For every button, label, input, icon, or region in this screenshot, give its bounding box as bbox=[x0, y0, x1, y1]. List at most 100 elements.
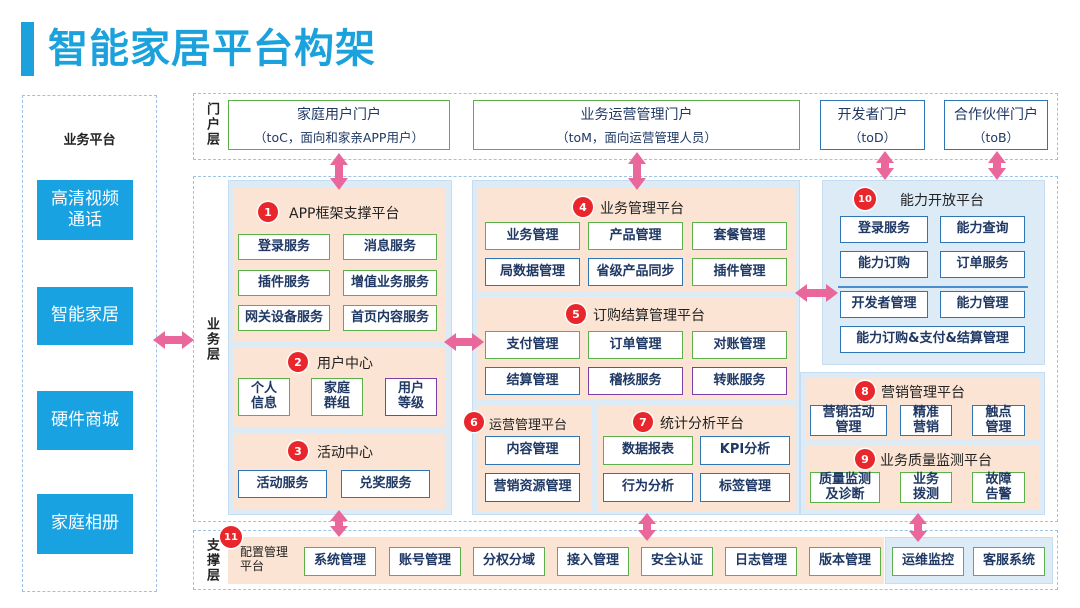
section-number-badge: 9 bbox=[855, 449, 875, 469]
section-number-badge: 3 bbox=[288, 441, 308, 461]
user-level: 用户 等级 bbox=[385, 378, 437, 416]
section-number-badge: 7 bbox=[633, 412, 653, 432]
user-family-group: 家庭 群组 bbox=[311, 378, 363, 416]
capability-order-service: 订单服务 bbox=[940, 251, 1025, 278]
support-layer-label: 支撑层 bbox=[204, 538, 219, 583]
section-title: APP框架支撑平台 bbox=[289, 206, 400, 222]
service-gateway-device: 网关设备服务 bbox=[238, 305, 330, 331]
capability-query: 能力查询 bbox=[940, 216, 1025, 243]
section-title: 业务质量监测平台 bbox=[880, 453, 992, 469]
security-authentication: 安全认证 bbox=[641, 547, 713, 576]
marketing-activity-management: 营销活动 管理 bbox=[810, 405, 887, 436]
audit-service: 稽核服务 bbox=[588, 367, 683, 395]
section-number-badge: 5 bbox=[566, 304, 586, 324]
tag-management: 标签管理 bbox=[700, 473, 790, 502]
portal-layer-label: 门户层 bbox=[204, 102, 219, 147]
content-management: 内容管理 bbox=[485, 436, 580, 465]
touchpoint-management: 触点 管理 bbox=[972, 405, 1025, 436]
section-title: 业务管理平台 bbox=[600, 201, 684, 217]
section-number-badge: 6 bbox=[464, 412, 484, 432]
service-value-added: 增值业务服务 bbox=[343, 270, 437, 296]
section-number-badge: 8 bbox=[855, 381, 875, 401]
portal-audience: （toD） bbox=[848, 130, 897, 145]
section-number-badge: 1 bbox=[258, 202, 278, 222]
section-title: 运营管理平台 bbox=[489, 418, 568, 433]
page-title: 智能家居平台构架 bbox=[48, 26, 376, 72]
portal-layer-frame bbox=[193, 93, 1058, 160]
office-data-management: 局数据管理 bbox=[485, 258, 580, 286]
behavior-analysis: 行为分析 bbox=[603, 473, 693, 502]
section-title: 能力开放平台 bbox=[900, 193, 984, 209]
account-management: 账号管理 bbox=[389, 547, 461, 576]
portal-audience: （toB） bbox=[972, 130, 1020, 145]
platform-hardware-mall: 硬件商城 bbox=[37, 391, 133, 450]
business-dial-test: 业务 拨测 bbox=[900, 472, 952, 503]
transfer-service: 转账服务 bbox=[692, 367, 787, 395]
system-management: 系统管理 bbox=[304, 547, 376, 576]
capability-order-pay-settle-management: 能力订购&支付&结算管理 bbox=[840, 326, 1025, 353]
portal-name: 开发者门户 bbox=[837, 107, 908, 123]
portal-name: 合作伙伴门户 bbox=[954, 107, 1038, 123]
section-title: 活动中心 bbox=[317, 445, 373, 461]
service-login: 登录服务 bbox=[238, 234, 330, 260]
permission-domain-division: 分权分域 bbox=[473, 547, 545, 576]
ops-monitoring: 运维监控 bbox=[892, 547, 964, 576]
platform-smart-home: 智能家居 bbox=[37, 287, 133, 345]
marketing-resource-management: 营销资源管理 bbox=[485, 473, 580, 502]
divider bbox=[838, 286, 1028, 288]
section-number-badge: 4 bbox=[573, 197, 593, 217]
precision-marketing: 精准 营销 bbox=[900, 405, 952, 436]
provincial-product-sync: 省级产品同步 bbox=[588, 258, 683, 286]
fault-alarm: 故障 告警 bbox=[972, 472, 1025, 503]
service-home-content: 首页内容服务 bbox=[343, 305, 437, 331]
capability-management: 能力管理 bbox=[940, 291, 1025, 318]
portal-name: 业务运营管理门户 bbox=[580, 107, 693, 123]
portal-name: 家庭用户门户 bbox=[297, 107, 381, 123]
service-message: 消息服务 bbox=[343, 234, 437, 260]
log-management: 日志管理 bbox=[725, 547, 797, 576]
portal-operations: 业务运营管理门户 （toM，面向运营管理人员） bbox=[473, 100, 800, 150]
portal-audience: （toC，面向和家亲APP用户） bbox=[254, 130, 424, 145]
portal-audience: （toM，面向运营管理人员） bbox=[556, 130, 717, 145]
business-platform-label: 业务平台 bbox=[63, 133, 116, 148]
config-platform-title: 配置管理 平台 bbox=[240, 545, 289, 574]
section-title: 订购结算管理平台 bbox=[593, 308, 705, 324]
platform-family-album: 家庭相册 bbox=[37, 494, 133, 554]
customer-service-system: 客服系统 bbox=[973, 547, 1045, 576]
quality-monitoring-diagnosis: 质量监测 及诊断 bbox=[810, 472, 880, 503]
business-layer-frame bbox=[193, 176, 1058, 522]
activity-service: 活动服务 bbox=[238, 470, 327, 498]
access-management: 接入管理 bbox=[557, 547, 629, 576]
package-management: 套餐管理 bbox=[692, 222, 787, 250]
section-number-badge: 2 bbox=[288, 352, 308, 372]
title-accent-bar bbox=[21, 22, 34, 76]
portal-partner: 合作伙伴门户 （toB） bbox=[944, 100, 1048, 150]
kpi-analysis: KPI分析 bbox=[700, 436, 790, 465]
version-management: 版本管理 bbox=[809, 547, 881, 576]
capability-login-service: 登录服务 bbox=[840, 216, 928, 243]
double-arrow-platform-business bbox=[153, 331, 194, 349]
section-title: 统计分析平台 bbox=[660, 416, 744, 432]
data-report: 数据报表 bbox=[603, 436, 693, 465]
business-layer-label: 业务层 bbox=[204, 317, 219, 362]
user-personal-info: 个人 信息 bbox=[238, 378, 290, 416]
plugin-management: 插件管理 bbox=[692, 258, 787, 286]
section-number-badge: 11 bbox=[220, 526, 242, 548]
business-management: 业务管理 bbox=[485, 222, 580, 250]
reconciliation-management: 对账管理 bbox=[692, 331, 787, 359]
service-plugin: 插件服务 bbox=[238, 270, 330, 296]
section-title: 营销管理平台 bbox=[881, 385, 965, 401]
portal-developer: 开发者门户 （toD） bbox=[820, 100, 925, 150]
order-management: 订单管理 bbox=[588, 331, 683, 359]
prize-redemption-service: 兑奖服务 bbox=[341, 470, 430, 498]
payment-management: 支付管理 bbox=[485, 331, 580, 359]
settlement-management: 结算管理 bbox=[485, 367, 580, 395]
platform-video-call: 高清视频 通话 bbox=[37, 180, 133, 240]
portal-family-user: 家庭用户门户 （toC，面向和家亲APP用户） bbox=[228, 100, 450, 150]
capability-subscription: 能力订购 bbox=[840, 251, 928, 278]
product-management: 产品管理 bbox=[588, 222, 683, 250]
support-layer-frame bbox=[193, 530, 1058, 590]
section-number-badge: 10 bbox=[854, 188, 876, 210]
developer-management: 开发者管理 bbox=[840, 291, 928, 318]
section-title: 用户中心 bbox=[317, 356, 373, 372]
